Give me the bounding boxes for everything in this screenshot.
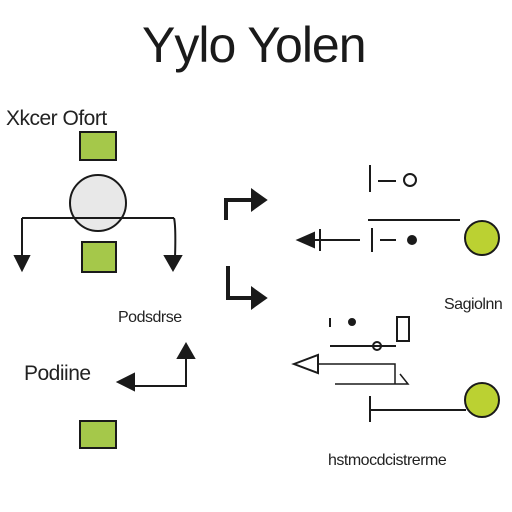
- label-mid-left: Podsdrse: [118, 309, 182, 326]
- dot-mid: [407, 235, 417, 245]
- green-circle-right: [464, 220, 500, 256]
- small-circle-top: [403, 173, 417, 187]
- small-rect-outline: [396, 316, 410, 342]
- arrowhead-up: [176, 341, 196, 359]
- arrowhead-corner-down: [251, 286, 268, 310]
- corner-arrow-down: [226, 266, 254, 300]
- label-top-left: Xkcer Ofort: [6, 107, 107, 130]
- arrowhead-left-mid: [295, 231, 315, 249]
- dot-tiny: [348, 318, 356, 326]
- green-circle-bottom: [464, 382, 500, 418]
- corner-arrow-up: [224, 198, 254, 220]
- arrowhead-left-small: [115, 372, 135, 392]
- label-bottom-right: hstmocdcistrerme: [328, 452, 447, 469]
- arrowhead-corner-up: [251, 188, 268, 212]
- label-right-mid: Sagiolnn: [444, 296, 503, 313]
- arrowhead-lower-left: [291, 353, 319, 375]
- label-left-lower: Podiine: [24, 362, 91, 385]
- slider-knob: [372, 341, 382, 351]
- green-square-bottom: [79, 420, 117, 449]
- diagram-title: Yylo Yolen: [142, 17, 367, 73]
- arrow-lower-line: [298, 363, 396, 384]
- branch-right-line: [173, 217, 177, 259]
- center-node-circle: [69, 174, 127, 232]
- green-square-top: [79, 131, 117, 161]
- arrowhead-left-down: [13, 255, 31, 273]
- green-square-mid: [81, 241, 117, 273]
- arrowhead-right-down: [163, 255, 183, 273]
- tray-shape: [335, 373, 410, 385]
- polyline-up-left: [134, 356, 187, 387]
